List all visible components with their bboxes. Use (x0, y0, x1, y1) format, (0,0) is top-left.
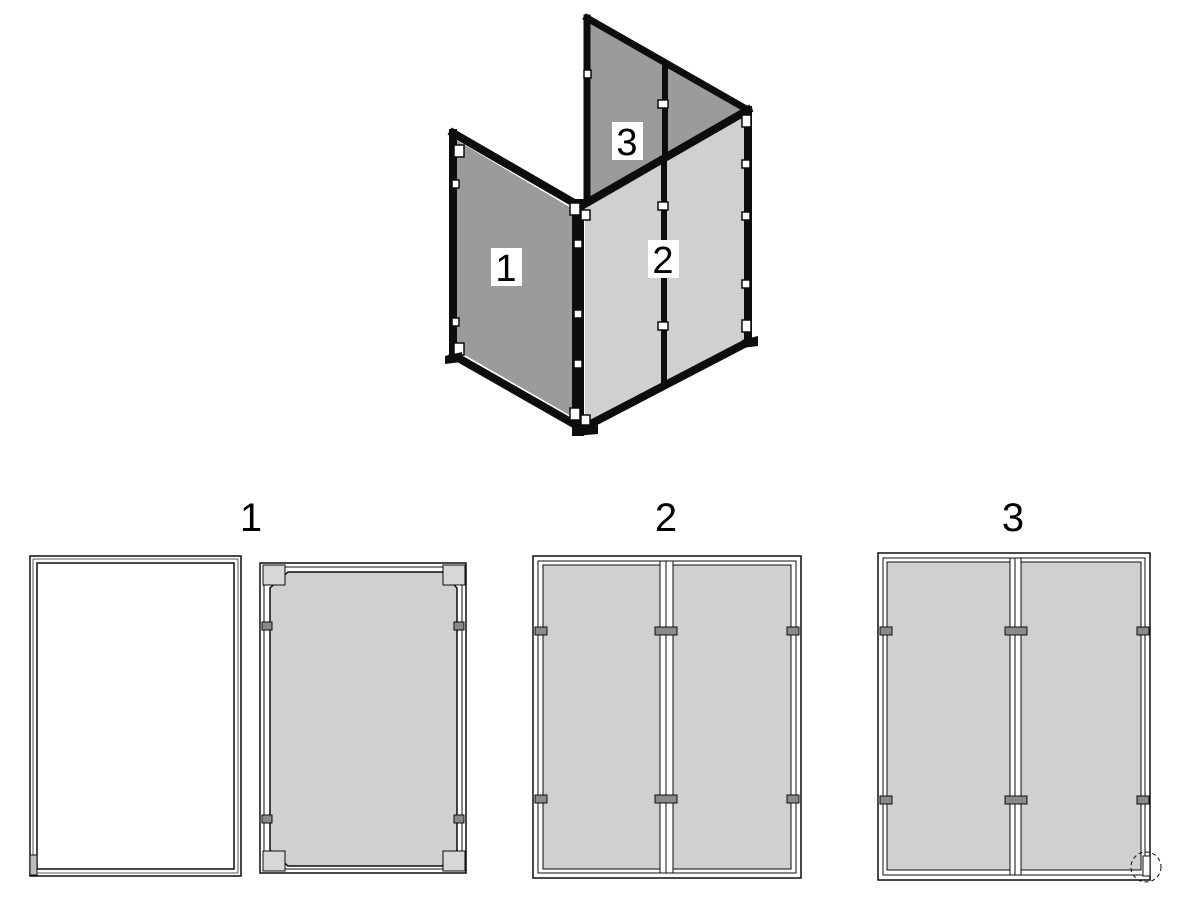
panel-label-1: 1 (491, 248, 522, 290)
assembly-isometric-view: 1 2 3 (445, 13, 758, 436)
view-1-empty-frame (29, 555, 242, 877)
view-3-clamps (879, 626, 1150, 805)
svg-text:2: 2 (652, 240, 673, 282)
assembly-brackets (451, 69, 752, 426)
panel-3-frame (582, 13, 753, 204)
svg-text:1: 1 (495, 248, 516, 290)
view-1-clamps (261, 621, 465, 824)
view-1-glass-panel (259, 562, 467, 874)
panel-label-2: 2 (648, 240, 679, 282)
view-title-3: 3 (1002, 496, 1024, 540)
view-title-2: 2 (655, 496, 677, 540)
svg-text:3: 3 (616, 122, 637, 164)
view-2-clamps (534, 626, 800, 804)
detail-callout-circle (1130, 851, 1162, 883)
view-title-1: 1 (240, 496, 262, 540)
view-2-panel (532, 555, 802, 879)
view-3-panel (877, 552, 1162, 883)
panel-label-3: 3 (612, 122, 643, 164)
view-1-corner-plates (262, 564, 466, 872)
assembly-feet (445, 336, 758, 436)
